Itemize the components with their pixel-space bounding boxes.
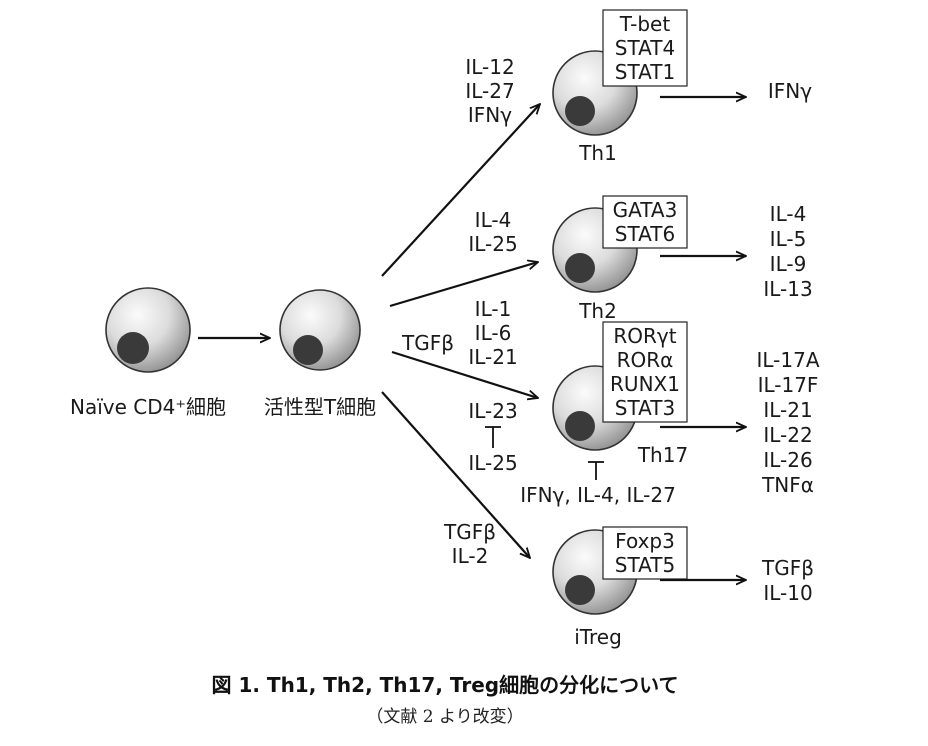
th2-output: IL-4 (770, 202, 807, 226)
th17-inducer: IL-6 (475, 321, 512, 345)
itreg-outputs: TGFβ IL-10 (761, 556, 814, 605)
th2-tf: GATA3 (613, 198, 678, 222)
th2-transcription-factors: GATA3 STAT6 (602, 195, 688, 249)
th17-il23: IL-23 (468, 399, 517, 423)
nucleus (565, 411, 595, 441)
th2-inducer: IL-25 (468, 232, 517, 256)
th17-tf: RORα (617, 348, 674, 372)
th17-il25: IL-25 (468, 451, 517, 475)
itreg-output: TGFβ (761, 556, 814, 580)
arrow-to-th2 (389, 262, 538, 308)
naive-cell-label: Naïve CD4⁺細胞 (70, 395, 226, 419)
th17-output: TNFα (761, 473, 814, 497)
activated-cell (279, 289, 361, 371)
activated-cell-label: 活性型T細胞 (264, 395, 376, 419)
itreg-inducers: TGFβ IL-2 (443, 520, 496, 568)
th17-inducer: IL-1 (475, 297, 512, 321)
th17-output: IL-22 (763, 423, 812, 447)
nucleus (293, 335, 323, 365)
itreg-inducer: IL-2 (452, 544, 489, 568)
th17-inhibitors: IFNγ, IL-4, IL-27 (520, 483, 676, 507)
th17-tf: RUNX1 (610, 372, 680, 396)
nucleus (117, 332, 149, 364)
itreg-transcription-factors: Foxp3 STAT5 (602, 526, 688, 580)
th17-output: IL-17F (758, 373, 819, 397)
th1-tf: T-bet (619, 12, 671, 36)
th2-output: IL-9 (770, 252, 807, 276)
itreg-inducer: TGFβ (443, 520, 496, 544)
itreg-output: IL-10 (763, 581, 812, 605)
itreg-name: iTreg (574, 625, 622, 649)
th17-output: IL-21 (763, 398, 812, 422)
naive-cell (105, 287, 191, 373)
th1-output: IFNγ (768, 79, 812, 103)
th1-tf: STAT4 (615, 36, 675, 60)
th1-inducer: IFNγ (468, 103, 512, 127)
arrow-to-th1 (381, 104, 540, 277)
th17-transcription-factors: RORγt RORα RUNX1 STAT3 (602, 321, 688, 423)
th2-output: IL-5 (770, 227, 807, 251)
th17-tgfb-label: TGFβ (401, 331, 454, 355)
th17-inducer: IL-21 (468, 345, 517, 369)
th2-name: Th2 (578, 299, 617, 323)
itreg-tf: Foxp3 (615, 529, 675, 553)
arrow-to-th17 (391, 350, 538, 398)
nucleus (565, 96, 595, 126)
arrow-to-itreg (381, 391, 530, 558)
th17-output: IL-26 (763, 448, 812, 472)
th1-inducer: IL-12 (465, 55, 514, 79)
th1-transcription-factors: T-bet STAT4 STAT1 (602, 9, 688, 87)
th17-tf: STAT3 (615, 396, 675, 420)
th17-lower-inhibition: IFNγ, IL-4, IL-27 (520, 461, 676, 507)
th2-tf: STAT6 (615, 222, 675, 246)
th1-tf: STAT1 (615, 60, 675, 84)
th1-name: Th1 (578, 141, 617, 165)
th1-inducer: IL-27 (465, 79, 514, 103)
nucleus (565, 575, 595, 605)
th1-inducers: IL-12 IL-27 IFNγ (465, 55, 514, 127)
th17-outputs: IL-17A IL-17F IL-21 IL-22 IL-26 TNFα (756, 348, 819, 497)
th17-il23-il25-inhibition: IL-23 IL-25 (468, 399, 517, 475)
th2-output: IL-13 (763, 277, 812, 301)
th17-output: IL-17A (756, 348, 819, 372)
itreg-tf: STAT5 (615, 553, 675, 577)
figure-caption: 図 1. Th1, Th2, Th17, Treg細胞の分化について (211, 673, 678, 697)
th2-inducer: IL-4 (475, 208, 512, 232)
figure-source: （文献 2 より改変） (366, 707, 523, 727)
th2-outputs: IL-4 IL-5 IL-9 IL-13 (763, 202, 812, 301)
th17-name: Th17 (637, 443, 688, 467)
th17-tf: RORγt (613, 324, 676, 348)
nucleus (565, 253, 595, 283)
th2-inducers: IL-4 IL-25 (468, 208, 517, 256)
th17-inducers: IL-1 IL-6 IL-21 (468, 297, 517, 369)
